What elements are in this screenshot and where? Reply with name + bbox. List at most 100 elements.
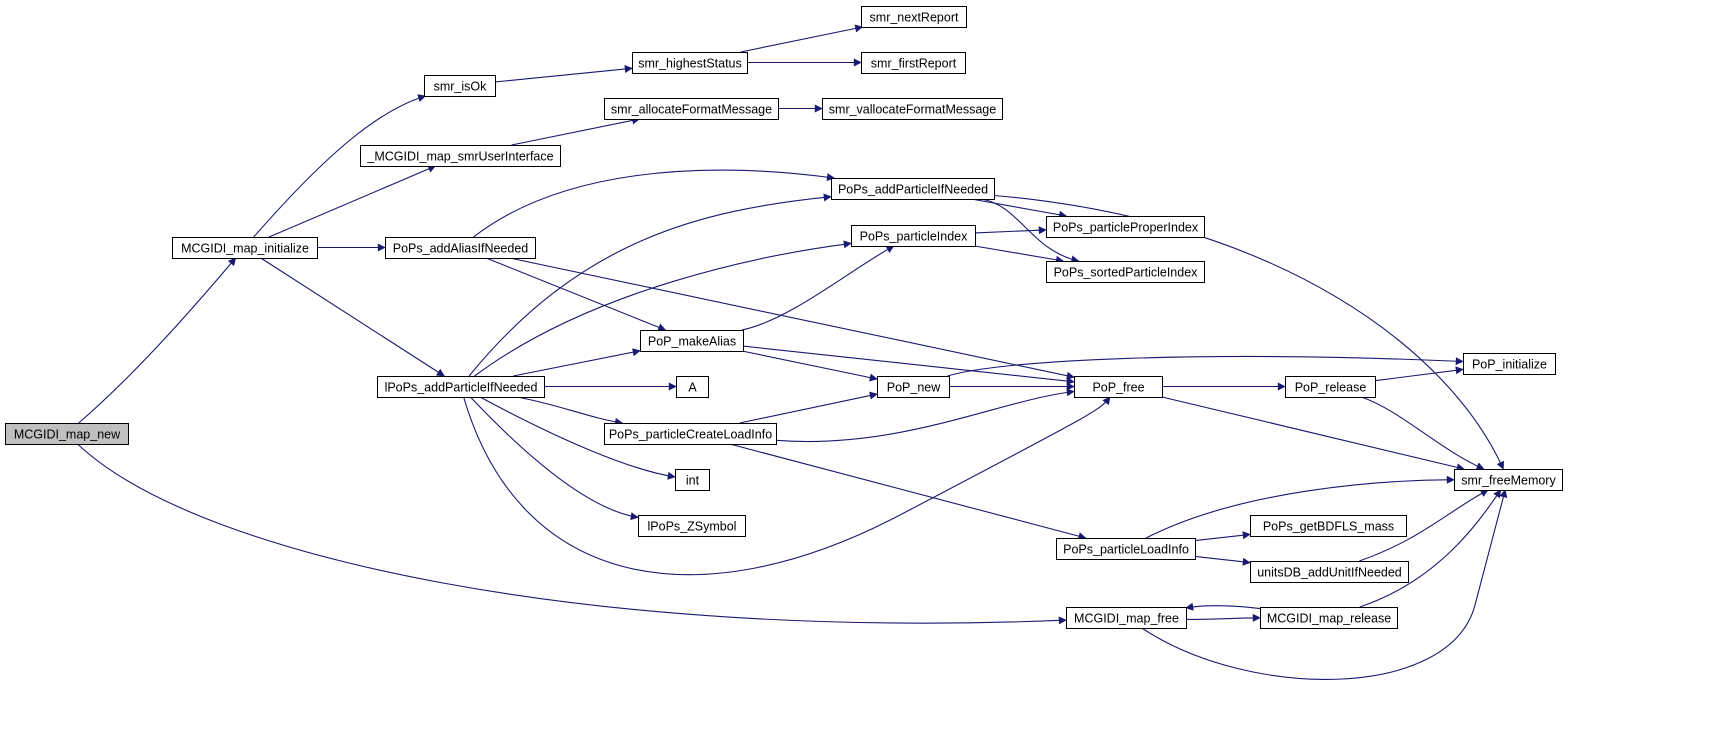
node-box[interactable] xyxy=(172,237,318,259)
graph-node[interactable]: smr_isOk xyxy=(424,75,496,97)
node-label: A xyxy=(688,381,697,395)
edge-n17-to-n20 xyxy=(947,355,1464,377)
node-box[interactable] xyxy=(1463,353,1556,375)
edge-n15-to-n18 xyxy=(463,396,1111,576)
graph-node[interactable]: A xyxy=(676,376,709,398)
node-label: PoP_makeAlias xyxy=(648,335,736,349)
node-label: lPoPs_ZSymbol xyxy=(648,520,737,534)
edge-n22-to-n17 xyxy=(739,391,878,424)
graph-node[interactable]: _MCGIDI_map_smrUserInterface xyxy=(360,145,561,167)
graph-node[interactable]: PoPs_particleCreateLoadInfo xyxy=(604,423,777,445)
graph-node[interactable]: smr_freeMemory xyxy=(1454,469,1563,491)
node-box[interactable] xyxy=(604,98,779,120)
node-box[interactable] xyxy=(822,98,1003,120)
node-label: lPoPs_addParticleIfNeeded xyxy=(385,381,538,395)
node-box[interactable] xyxy=(675,469,710,491)
graph-node[interactable]: PoP_initialize xyxy=(1463,353,1556,375)
graph-node[interactable]: lPoPs_addParticleIfNeeded xyxy=(377,376,545,398)
graph-node[interactable]: smr_highestStatus xyxy=(632,52,748,74)
node-box[interactable] xyxy=(861,6,967,28)
edge-n0-to-n28 xyxy=(77,443,1067,625)
node-box[interactable] xyxy=(604,423,777,445)
graph-node[interactable]: MCGIDI_map_initialize xyxy=(172,237,318,259)
node-box[interactable] xyxy=(1260,607,1398,629)
node-label: PoP_new xyxy=(887,381,941,395)
graph-node[interactable]: MCGIDI_map_new xyxy=(5,423,129,445)
edge-n25-to-n27 xyxy=(1194,555,1251,566)
node-box[interactable] xyxy=(1454,469,1563,491)
edge-n9-to-n10 xyxy=(473,169,835,238)
node-label: MCGIDI_map_initialize xyxy=(181,242,309,256)
node-box[interactable] xyxy=(640,330,744,352)
edge-n29-to-n21 xyxy=(1359,489,1502,608)
node-box[interactable] xyxy=(638,515,746,537)
graph-node[interactable]: PoP_new xyxy=(877,376,950,398)
node-label: PoPs_particleLoadInfo xyxy=(1063,543,1189,557)
graph-node[interactable]: PoP_free xyxy=(1074,376,1163,398)
node-box[interactable] xyxy=(1056,538,1196,560)
graph-node[interactable]: smr_firstReport xyxy=(861,52,966,74)
edge-n14-to-n13 xyxy=(741,245,895,331)
graph-node[interactable]: PoPs_particleProperIndex xyxy=(1046,216,1205,238)
graph-node[interactable]: lPoPs_ZSymbol xyxy=(638,515,746,537)
graph-node[interactable]: PoPs_getBDFLS_mass xyxy=(1250,515,1407,537)
graph-node[interactable]: smr_nextReport xyxy=(861,6,967,28)
node-box[interactable] xyxy=(831,178,995,200)
graph-node[interactable]: MCGIDI_map_release xyxy=(1260,607,1398,629)
node-label: smr_isOk xyxy=(434,80,488,94)
graph-node[interactable]: unitsDB_addUnitIfNeeded xyxy=(1250,561,1409,583)
node-box[interactable] xyxy=(1046,216,1205,238)
edge-n9-to-n18 xyxy=(509,257,1075,380)
edge-n28-to-n21 xyxy=(1141,489,1508,680)
graph-node[interactable]: PoPs_particleLoadInfo xyxy=(1056,538,1196,560)
edge-n1-to-n2 xyxy=(253,94,427,238)
edge-n22-to-n25 xyxy=(729,443,1087,541)
node-box[interactable] xyxy=(1285,376,1376,398)
node-label: unitsDB_addUnitIfNeeded xyxy=(1257,566,1402,580)
node-box[interactable] xyxy=(1046,261,1205,283)
graph-node[interactable]: PoPs_particleIndex xyxy=(851,225,976,247)
node-label: smr_freeMemory xyxy=(1461,474,1556,488)
graph-node[interactable]: smr_allocateFormatMessage xyxy=(604,98,779,120)
node-box[interactable] xyxy=(877,376,950,398)
graph-node[interactable]: PoPs_addParticleIfNeeded xyxy=(831,178,995,200)
edge-n14-to-n18 xyxy=(742,345,1075,386)
graph-node[interactable]: smr_vallocateFormatMessage xyxy=(822,98,1003,120)
graph-node[interactable]: int xyxy=(675,469,710,491)
edge-n15-to-n13 xyxy=(474,240,852,377)
node-box[interactable] xyxy=(861,52,966,74)
node-box[interactable] xyxy=(1066,607,1187,629)
graph-node[interactable]: PoPs_addAliasIfNeeded xyxy=(385,237,536,259)
edge-n29-to-n28 xyxy=(1185,602,1261,611)
graph-node[interactable]: MCGIDI_map_free xyxy=(1066,607,1187,629)
node-box[interactable] xyxy=(851,225,976,247)
node-label: PoPs_particleProperIndex xyxy=(1053,221,1199,235)
graph-node[interactable]: PoP_release xyxy=(1285,376,1376,398)
graph-node[interactable]: PoP_makeAlias xyxy=(640,330,744,352)
node-box[interactable] xyxy=(385,237,536,259)
edge-n18-to-n21 xyxy=(1161,396,1465,472)
node-label: PoPs_particleCreateLoadInfo xyxy=(609,428,772,442)
node-box[interactable] xyxy=(1250,561,1409,583)
node-label: PoPs_particleIndex xyxy=(860,230,968,244)
graph-node[interactable]: PoPs_sortedParticleIndex xyxy=(1046,261,1205,283)
node-box[interactable] xyxy=(632,52,748,74)
node-box[interactable] xyxy=(1074,376,1163,398)
root-node-box[interactable] xyxy=(5,423,129,445)
edge-n14-to-n17 xyxy=(741,350,878,382)
edges-layer xyxy=(77,24,1508,680)
node-label: smr_allocateFormatMessage xyxy=(611,103,772,117)
node-box[interactable] xyxy=(424,75,496,97)
node-box[interactable] xyxy=(360,145,561,167)
node-label: PoP_release xyxy=(1295,381,1367,395)
node-box[interactable] xyxy=(1250,515,1407,537)
node-box[interactable] xyxy=(676,376,709,398)
edge-n6-to-n7 xyxy=(511,116,641,146)
edge-n13-to-n12 xyxy=(974,245,1064,264)
node-box[interactable] xyxy=(377,376,545,398)
edge-n15-to-n14 xyxy=(513,348,641,377)
edge-n1-to-n6 xyxy=(268,165,437,238)
edge-n19-to-n20 xyxy=(1374,366,1464,382)
node-label: PoP_initialize xyxy=(1472,358,1547,372)
node-label: PoPs_addParticleIfNeeded xyxy=(838,183,988,197)
